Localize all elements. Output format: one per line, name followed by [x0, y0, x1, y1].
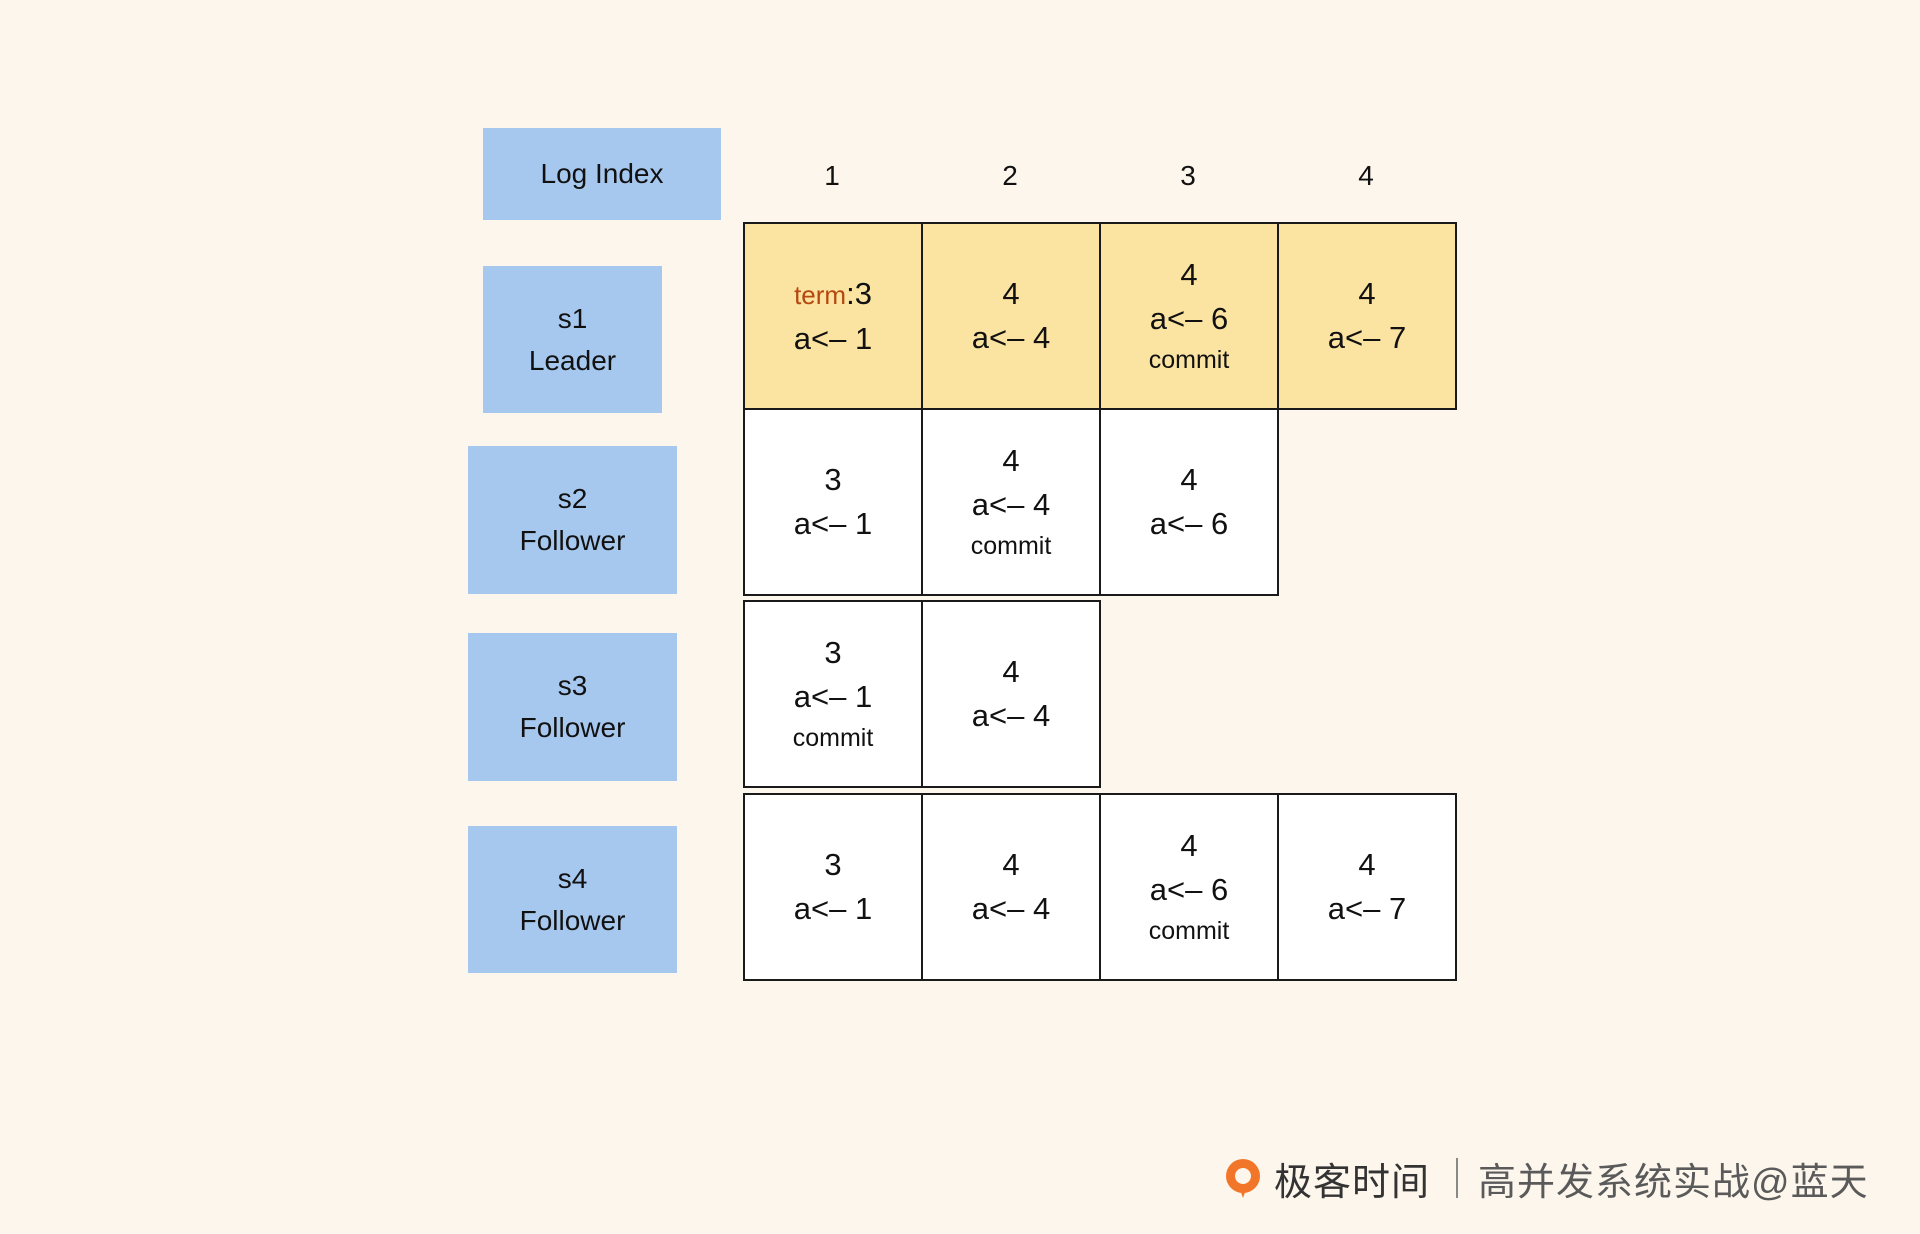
server-name: s2	[557, 483, 588, 514]
entry-term: 4	[1180, 462, 1198, 497]
log-entry-s1-3: 4 a<– 6 commit	[1099, 222, 1279, 410]
entry-term: 3	[824, 847, 842, 882]
log-entry-s2-3: 4 a<– 6	[1099, 408, 1279, 596]
footer-separator	[1456, 1158, 1459, 1198]
geekbang-logo-icon	[1226, 1159, 1260, 1198]
log-entry-s4-1: 3 a<– 1	[743, 793, 923, 981]
log-index-label-text: Log Index	[540, 158, 664, 189]
server-label-s2: s2 Follower	[468, 446, 677, 594]
footer-watermark: 极客时间 高并发系统实战@蓝天	[1222, 1150, 1869, 1206]
server-name: s1	[557, 302, 588, 334]
server-role: Follower	[519, 712, 626, 743]
entry-term: 4	[1002, 654, 1020, 689]
entry-op: a<– 6	[1149, 506, 1229, 541]
log-entry-s1-2: 4 a<– 4	[921, 222, 1101, 410]
log-index-4: 4	[1358, 160, 1374, 191]
entry-term: 4	[1002, 847, 1020, 882]
term-key: term	[794, 279, 847, 310]
entry-term: 4	[1358, 847, 1376, 882]
server-role: Follower	[519, 525, 626, 556]
log-entry-s4-2: 4 a<– 4	[921, 793, 1101, 981]
log-entry-s1-1: term:3 a<– 1	[743, 222, 923, 410]
entry-op: a<– 4	[971, 891, 1051, 926]
entry-term: 4	[1180, 828, 1198, 863]
entry-op: a<– 4	[971, 487, 1051, 522]
log-entry-s3-2: 4 a<– 4	[921, 600, 1101, 788]
term-value: 3	[854, 275, 872, 311]
footer-course: 高并发系统实战@蓝天	[1478, 1161, 1869, 1204]
log-entry-s4-3: 4 a<– 6 commit	[1099, 793, 1279, 981]
entry-term: 3	[824, 635, 842, 670]
log-index-1: 1	[824, 160, 840, 191]
entry-commit: commit	[970, 532, 1052, 560]
log-entry-s3-1: 3 a<– 1 commit	[743, 600, 923, 788]
entry-op: a<– 1	[793, 320, 873, 356]
log-entry-s1-4: 4 a<– 7	[1277, 222, 1457, 410]
entry-term: 4	[1002, 276, 1020, 311]
server-name: s4	[557, 862, 588, 894]
server-name: s3	[557, 670, 588, 701]
entry-term: term:3	[794, 272, 872, 317]
entry-term: 4	[1358, 276, 1376, 311]
term-separator: :	[846, 275, 855, 311]
log-entry-s2-1: 3 a<– 1	[743, 408, 923, 596]
log-entry-s4-4: 4 a<– 7	[1277, 793, 1457, 981]
entry-op: a<– 4	[971, 698, 1051, 733]
log-index-3: 3	[1180, 160, 1196, 191]
entry-op: a<– 7	[1327, 891, 1407, 926]
entry-op: a<– 1	[793, 679, 873, 714]
server-role: Follower	[519, 904, 626, 936]
entry-op: a<– 6	[1149, 872, 1229, 907]
entry-op: a<– 4	[971, 320, 1051, 355]
server-label-s1: s1 Leader	[483, 266, 662, 413]
entry-op: a<– 6	[1149, 301, 1229, 336]
entry-op: a<– 7	[1327, 320, 1407, 355]
entry-commit: commit	[792, 724, 874, 752]
entry-commit: commit	[1148, 917, 1230, 945]
entry-term: 4	[1180, 257, 1198, 292]
entry-term: 4	[1002, 443, 1020, 478]
entry-op: a<– 1	[793, 506, 873, 541]
footer-brand: 极客时间	[1274, 1161, 1431, 1204]
log-index-2: 2	[1002, 160, 1018, 191]
server-label-s3: s3 Follower	[468, 633, 677, 781]
entry-op: a<– 1	[793, 891, 873, 926]
server-role: Leader	[528, 344, 617, 376]
log-entry-s2-2: 4 a<– 4 commit	[921, 408, 1101, 596]
entry-term: 3	[824, 462, 842, 497]
log-index-label: Log Index	[483, 128, 721, 220]
server-label-s4: s4 Follower	[468, 826, 677, 973]
entry-commit: commit	[1148, 346, 1230, 374]
